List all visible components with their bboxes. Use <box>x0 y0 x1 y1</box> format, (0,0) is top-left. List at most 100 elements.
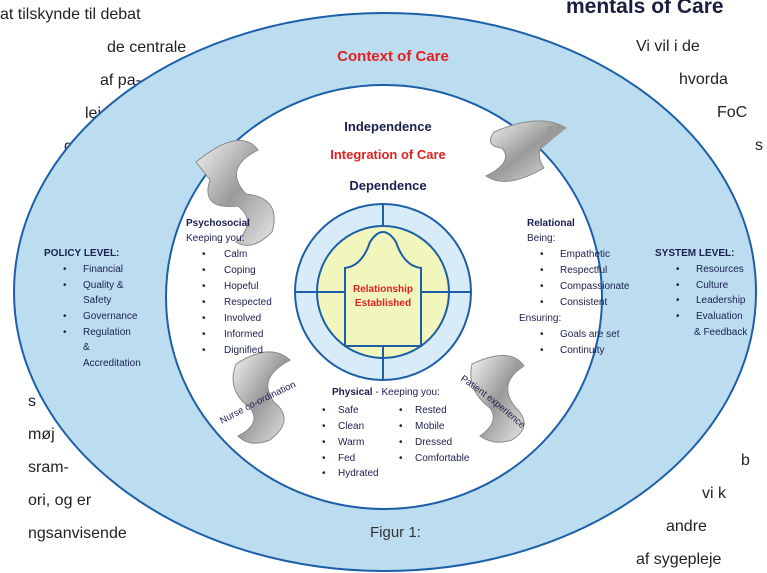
policy-item: & <box>83 342 90 353</box>
bullet: • <box>63 311 67 322</box>
relational-item: Consistent <box>560 297 607 308</box>
physical-item: Comfortable <box>415 453 470 464</box>
bullet: • <box>202 297 206 308</box>
physical-item: Mobile <box>415 421 445 432</box>
bullet: • <box>322 453 326 464</box>
text-line: ori, og er <box>28 492 92 509</box>
independence-label: Independence <box>344 119 431 134</box>
bullet: • <box>676 264 680 275</box>
physical-subtitle: - Keeping you: <box>373 387 440 398</box>
physical-item: Hydrated <box>338 468 379 479</box>
physical-section: Physical - Keeping you: • Safe • Clean • Wa… <box>322 387 470 479</box>
bullet: • <box>399 437 403 448</box>
system-item: Leadership <box>696 295 746 306</box>
text-line: hvorda <box>679 71 728 88</box>
psychosocial-item: Hopeful <box>224 281 258 292</box>
bullet: • <box>540 249 544 260</box>
system-item: Culture <box>696 280 729 291</box>
physical-item: Safe <box>338 405 359 416</box>
policy-title: POLICY LEVEL: <box>44 248 119 259</box>
bullet: • <box>676 280 680 291</box>
bullet: • <box>540 329 544 340</box>
policy-item: Safety <box>83 295 111 306</box>
relationship-box <box>344 231 422 347</box>
relational-ensuring: Ensuring: <box>519 313 561 324</box>
physical-heading: Physical - Keeping you: <box>332 387 440 398</box>
bullet: • <box>322 437 326 448</box>
text-line: b <box>741 452 750 469</box>
bullet: • <box>540 265 544 276</box>
center-label-line2: Established <box>355 298 411 309</box>
bullet: • <box>63 327 67 338</box>
bullet: • <box>63 280 67 291</box>
bullet: • <box>202 265 206 276</box>
psychosocial-item: Coping <box>224 265 256 276</box>
text-line: at tilskynde til debat <box>0 6 141 23</box>
policy-item: Regulation <box>83 327 131 338</box>
bullet: • <box>322 405 326 416</box>
bullet: • <box>202 313 206 324</box>
policy-item: Accreditation <box>83 358 141 369</box>
psychosocial-subtitle: Keeping you: <box>186 233 244 244</box>
integration-label: Integration of Care <box>330 147 446 162</box>
bullet: • <box>202 345 206 356</box>
bullet: • <box>399 405 403 416</box>
relational-title: Relational <box>527 218 575 229</box>
psychosocial-item: Calm <box>224 249 247 260</box>
psychosocial-section: Psychosocial Keeping you: •Calm •Coping … <box>186 218 272 356</box>
bullet: • <box>676 295 680 306</box>
psychosocial-item: Respected <box>224 297 272 308</box>
bullet: • <box>202 329 206 340</box>
bullet: • <box>63 264 67 275</box>
section-heading: mentals of Care <box>566 0 724 18</box>
physical-item: Clean <box>338 421 364 432</box>
context-title: Context of Care <box>337 48 449 65</box>
bullet: • <box>540 297 544 308</box>
text-line: af sygepleje <box>636 551 722 568</box>
text-line: de centrale <box>107 39 187 56</box>
figure-caption: Figur 1: <box>370 524 421 541</box>
bullet: • <box>399 453 403 464</box>
policy-item: Quality & <box>83 280 124 291</box>
text-line: FoC <box>717 104 748 121</box>
bullet: • <box>202 249 206 260</box>
physical-item: Rested <box>415 405 447 416</box>
text-line: vi k <box>702 485 726 502</box>
text-line: møj <box>28 426 55 443</box>
physical-title: Physical <box>332 387 373 398</box>
bullet: • <box>540 281 544 292</box>
text-line: s <box>28 393 36 410</box>
bullet: • <box>202 281 206 292</box>
system-item: & Feedback <box>694 327 748 338</box>
physical-item: Warm <box>338 437 364 448</box>
system-item: Evaluation <box>696 311 743 322</box>
dependence-label: Dependence <box>349 178 426 193</box>
policy-level: POLICY LEVEL: • Financial • Quality & Sa… <box>44 248 141 369</box>
policy-item: Governance <box>83 311 138 322</box>
relational-item: Continuity <box>560 345 604 356</box>
ribbon-top-right <box>485 120 568 182</box>
bullet: • <box>322 421 326 432</box>
physical-item: Dressed <box>415 437 452 448</box>
relational-item: Compassionate <box>560 281 630 292</box>
psychosocial-title: Psychosocial <box>186 218 250 229</box>
text-line: ngsanvisende <box>28 525 127 542</box>
center-label-line1: Relationship <box>353 284 413 295</box>
relational-item: Empathetic <box>560 249 610 260</box>
ribbon-bottom-right <box>470 355 525 443</box>
bullet: • <box>540 345 544 356</box>
physical-item: Fed <box>338 453 355 464</box>
policy-item: Financial <box>83 264 123 275</box>
bullet: • <box>676 311 680 322</box>
ribbon-top-left <box>195 140 275 246</box>
relational-item: Goals are set <box>560 329 620 340</box>
text-line: Vi vil i de <box>636 38 700 55</box>
bullet: • <box>399 421 403 432</box>
ribbon-bottom-left <box>232 351 291 444</box>
text-line: sram- <box>28 459 69 476</box>
psychosocial-item: Involved <box>224 313 261 324</box>
relational-item: Respectful <box>560 265 607 276</box>
system-title: SYSTEM LEVEL: <box>655 248 734 259</box>
psychosocial-item: Dignified <box>224 345 263 356</box>
